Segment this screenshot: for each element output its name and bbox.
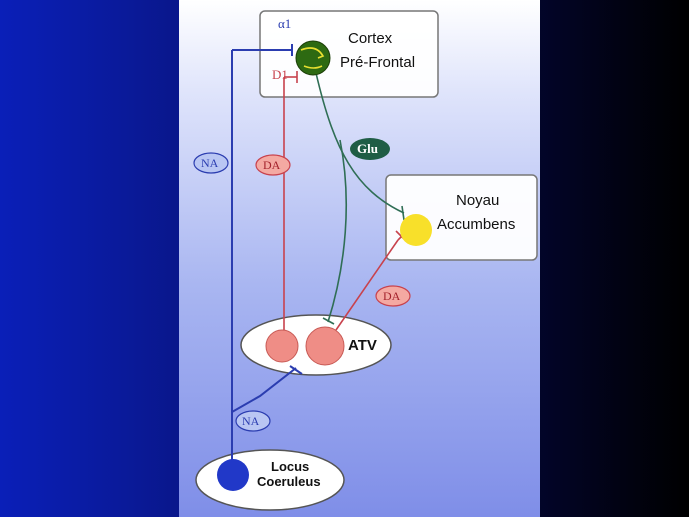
atv-neuron-left <box>265 329 299 363</box>
glu-badge <box>350 138 390 160</box>
da-right-label: DA <box>383 289 401 303</box>
cortex-neuron <box>295 40 331 76</box>
noyau-label-line1: Noyau <box>456 192 500 209</box>
accumbens-neuron <box>400 214 432 246</box>
atv-label: ATV <box>348 337 377 354</box>
locus-neuron <box>217 459 249 491</box>
locus-label-line1: Locus <box>271 459 310 474</box>
d1-receptor-label: D1 <box>272 67 288 82</box>
atv-neuron-right <box>305 326 345 366</box>
na-pathway <box>231 44 303 470</box>
cortex-neuron-arrow-icon <box>300 47 325 69</box>
da-right-badge <box>375 285 411 307</box>
na-bottom-label: NA <box>242 414 260 428</box>
na-top-badge <box>193 152 229 174</box>
cortex-label-line1: Cortex <box>348 30 393 47</box>
da-left-label: DA <box>263 158 281 172</box>
alpha1-receptor-label: α1 <box>278 16 292 31</box>
cortex-label-line2: Pré-Frontal <box>340 54 416 71</box>
da-left-badge <box>255 154 291 176</box>
locus-label-line2: Coeruleus <box>257 474 321 489</box>
noyau-label-line2: Accumbens <box>437 216 516 233</box>
glu-label: Glu <box>357 141 378 156</box>
na-bottom-badge <box>235 410 271 432</box>
na-top-label: NA <box>201 156 219 170</box>
cortex-box <box>259 10 439 98</box>
glu-pathway <box>315 72 405 325</box>
